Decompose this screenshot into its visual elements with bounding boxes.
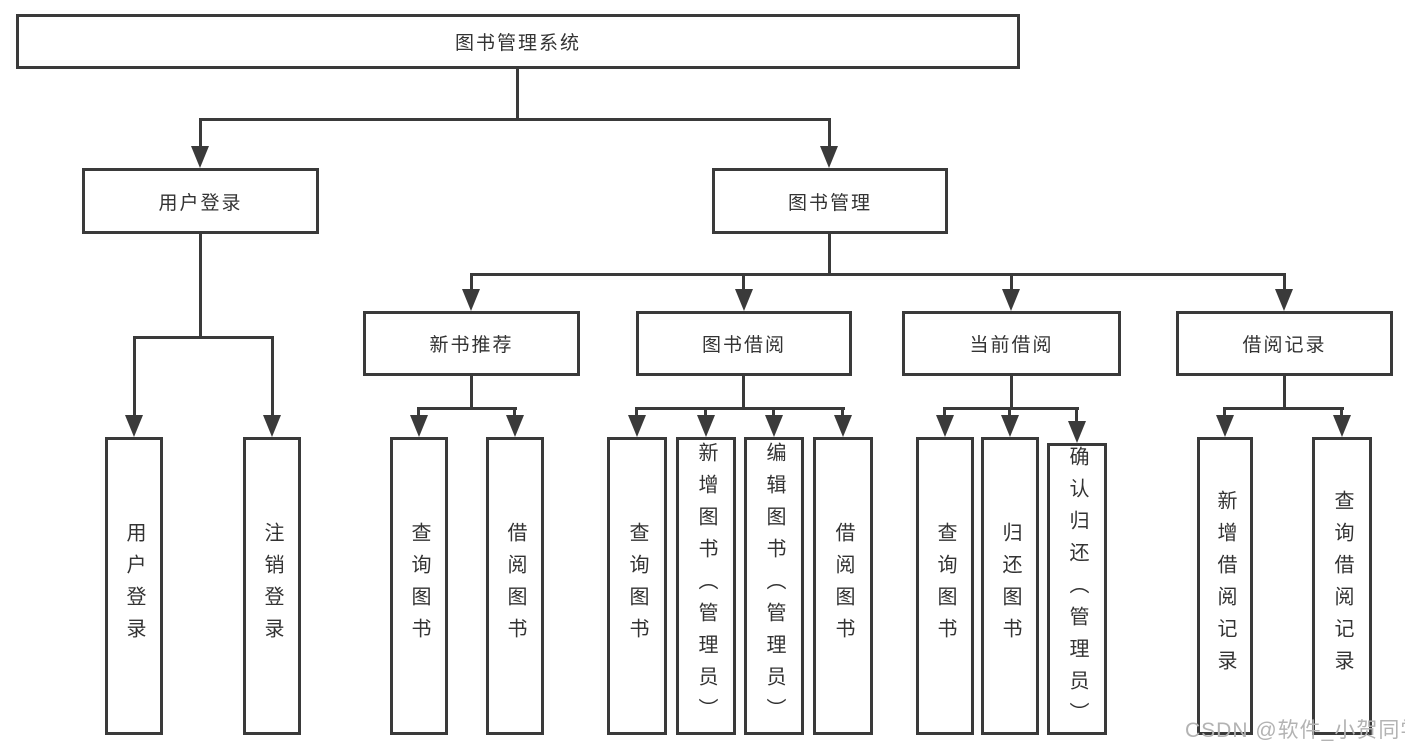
arrow-down-icon: [125, 415, 143, 437]
node-book-management: 图书管理: [712, 168, 948, 234]
connector-bookborrow-hbar: [635, 407, 845, 410]
connector-bookborrow-drop-3: [772, 407, 775, 415]
arrow-down-icon: [820, 146, 838, 168]
arrow-down-icon: [263, 415, 281, 437]
arrow-down-icon: [628, 415, 646, 437]
connector-root-stem: [516, 69, 519, 118]
arrow-down-icon: [765, 415, 783, 437]
connector-root-drop-right: [828, 118, 831, 146]
node-user-login-leaf: 用户登录: [105, 437, 163, 735]
node-cb-return-books: 归还图书: [981, 437, 1039, 735]
arrow-down-icon: [462, 289, 480, 311]
node-br-add-record: 新增借阅记录: [1197, 437, 1253, 735]
node-cb-confirm-return-admin: 确认归还（管理员）: [1047, 443, 1107, 735]
connector-bookborrow-drop-2: [704, 407, 707, 415]
connector-records-drop-2: [1340, 407, 1343, 415]
connector-currentborrow-drop-1: [943, 407, 946, 415]
node-borrowing-records: 借阅记录: [1176, 311, 1393, 376]
node-bb-query-books: 查询图书: [607, 437, 667, 735]
connector-bookmgmt-stem: [828, 234, 831, 276]
node-logout: 注销登录: [243, 437, 301, 735]
connector-newbook-stem: [470, 376, 473, 410]
node-user-login: 用户登录: [82, 168, 319, 234]
arrow-down-icon: [1333, 415, 1351, 437]
node-br-query-record: 查询借阅记录: [1312, 437, 1372, 735]
node-nb-query-books: 查询图书: [390, 437, 448, 735]
connector-userlogin-drop-left: [133, 336, 136, 415]
connector-userlogin-stem: [199, 234, 202, 336]
arrow-down-icon: [1275, 289, 1293, 311]
arrow-down-icon: [1002, 289, 1020, 311]
arrow-down-icon: [735, 289, 753, 311]
connector-bookmgmt-hbar: [470, 273, 1286, 276]
connector-records-drop-1: [1223, 407, 1226, 415]
node-book-borrowing: 图书借阅: [636, 311, 852, 376]
connector-bookborrow-drop-4: [841, 407, 844, 415]
connector-bookborrow-drop-1: [635, 407, 638, 415]
arrow-down-icon: [506, 415, 524, 437]
connector-currentborrow-drop-2: [1008, 407, 1011, 415]
arrow-down-icon: [697, 415, 715, 437]
connector-root-hbar: [199, 118, 831, 121]
connector-root-drop-left: [199, 118, 202, 146]
node-bb-add-books-admin: 新增图书（管理员）: [676, 437, 736, 735]
node-current-borrowing: 当前借阅: [902, 311, 1121, 376]
connector-bookmgmt-drop-1: [470, 273, 473, 289]
node-cb-query-books: 查询图书: [916, 437, 974, 735]
connector-currentborrow-hbar: [943, 407, 1079, 410]
node-bb-edit-books-admin: 编辑图书（管理员）: [744, 437, 804, 735]
connector-newbook-drop-1: [417, 407, 420, 415]
arrow-down-icon: [936, 415, 954, 437]
node-root: 图书管理系统: [16, 14, 1020, 69]
connector-bookborrow-stem: [742, 376, 745, 410]
watermark: CSDN @软件_小贺同学: [1185, 719, 1405, 742]
arrow-down-icon: [834, 415, 852, 437]
node-nb-borrow-books: 借阅图书: [486, 437, 544, 735]
connector-currentborrow-stem: [1010, 376, 1013, 410]
arrow-down-icon: [1216, 415, 1234, 437]
connector-userlogin-hbar: [133, 336, 274, 339]
arrow-down-icon: [410, 415, 428, 437]
arrow-down-icon: [191, 146, 209, 168]
arrow-down-icon: [1068, 421, 1086, 443]
connector-userlogin-drop-right: [271, 336, 274, 415]
connector-records-stem: [1283, 376, 1286, 410]
node-new-book-recommend: 新书推荐: [363, 311, 580, 376]
arrow-down-icon: [1001, 415, 1019, 437]
connector-bookmgmt-drop-4: [1283, 273, 1286, 289]
connector-newbook-hbar: [417, 407, 517, 410]
connector-currentborrow-drop-3: [1075, 407, 1078, 421]
connector-records-hbar: [1223, 407, 1344, 410]
connector-bookmgmt-drop-3: [1010, 273, 1013, 289]
connector-newbook-drop-2: [513, 407, 516, 415]
node-bb-borrow-books: 借阅图书: [813, 437, 873, 735]
connector-bookmgmt-drop-2: [742, 273, 745, 289]
